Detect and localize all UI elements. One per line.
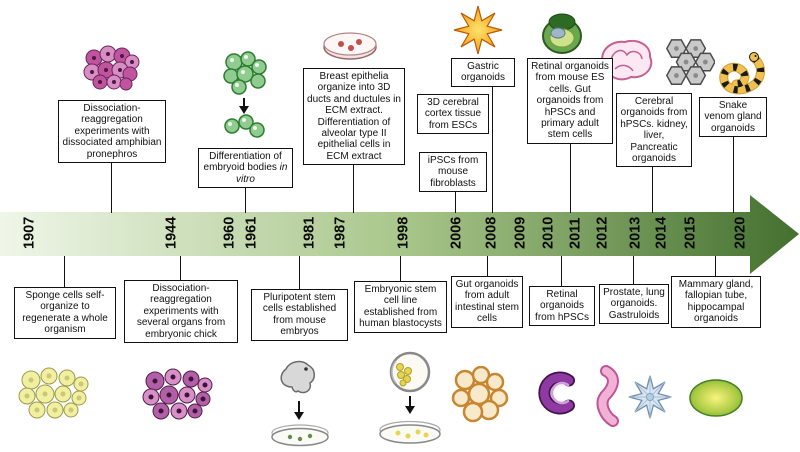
hippocampal-organoid-icon	[689, 379, 743, 417]
timeline-year-2009: 2009	[512, 216, 529, 250]
gastric-organoid-icon	[453, 5, 503, 55]
event-box-gut-organoids: Gut organoids from adult intestinal stem…	[451, 276, 523, 328]
connector-retinal-mouse	[570, 80, 572, 213]
retinal-organoid-icon	[538, 371, 575, 415]
connector-sponge	[64, 256, 66, 300]
event-box-cerebral-cortex-escs: 3D cerebral cortex tissue from ESCs	[417, 94, 489, 135]
timeline-year-1907: 1907	[21, 216, 38, 250]
timeline-year-1987: 1987	[332, 216, 349, 250]
timeline-year-2015: 2015	[682, 216, 699, 250]
connector-chick	[180, 256, 182, 295]
timeline-year-2010: 2010	[540, 216, 557, 250]
timeline-year-2011: 2011	[567, 217, 584, 249]
timeline-year-2020: 2020	[732, 216, 749, 250]
timeline-year-2013: 2013	[627, 216, 644, 250]
event-box-embryoid-bodies: Differentiation of embryoid bodies in vi…	[198, 148, 293, 189]
blastocyst-to-dish-icon	[379, 351, 441, 444]
connector-esc-line	[400, 256, 402, 295]
timeline-year-1944: 1944	[163, 216, 180, 250]
snake-icon	[719, 52, 765, 95]
event-text: Differentiation of embryoid bodies	[203, 151, 282, 174]
timeline-year-1981: 1981	[301, 216, 318, 250]
cerebral-organoid-icon	[601, 39, 653, 81]
prostate-lung-organoid-icon	[596, 365, 619, 427]
event-box-amphibian-pronephros: Dissociation-reaggregation experiments w…	[58, 100, 166, 163]
event-box-cerebral-organoids: Cerebral organoids from hPSCs. kidney, l…	[616, 93, 692, 168]
connector-mammary	[715, 256, 717, 290]
connector-gastric	[492, 75, 494, 213]
event-box-breast-epithelia: Breast epithelia organize into 3D ducts …	[303, 68, 405, 166]
connector-retinal-hpsc	[561, 256, 563, 300]
timeline-arrow	[0, 195, 799, 274]
gut-organoid-icon	[451, 366, 509, 423]
connector-amphibian	[111, 120, 113, 213]
event-box-ipsc-fibroblasts: iPSCs from mouse fibroblasts	[419, 152, 487, 193]
event-box-embryonic-chick: Dissociation-reaggregation experiments w…	[124, 280, 238, 343]
timeline-year-1998: 1998	[395, 216, 412, 250]
connector-snake	[733, 110, 735, 213]
event-box-prostate-lung: Prostate, lung organoids. Gastruloids	[599, 284, 669, 325]
event-box-gastric-organoids: Gastric organoids	[451, 58, 515, 87]
event-box-retinal-gut-organoids: Retinal organoids from mouse ES cells. G…	[527, 58, 613, 144]
connector-pluripotent	[299, 256, 301, 305]
hexagon-cluster-icon	[665, 39, 715, 85]
event-box-esc-line: Embryonic stem cell line established fro…	[354, 281, 447, 333]
sponge-cell-cluster-icon	[18, 367, 89, 419]
event-text-italic: in vitro	[236, 162, 288, 185]
embryoid-bodies-icon	[223, 51, 267, 138]
event-box-mammary-gland: Mammary gland, fallopian tube, hippocamp…	[671, 276, 761, 328]
timeline-year-2008: 2008	[483, 216, 500, 250]
event-box-sponge-cells: Sponge cells self-organize to regenerate…	[14, 287, 116, 339]
connector-prostate	[633, 256, 635, 298]
amphibian-cell-cluster-icon	[83, 45, 140, 91]
event-box-retinal-hpscs: Retinal organoids from hPSCs	[529, 286, 595, 327]
event-box-pluripotent-cells: Pluripotent stem cells established from …	[251, 289, 348, 341]
mouse-embryo-to-dish-icon	[271, 360, 329, 447]
timeline-year-2014: 2014	[653, 216, 670, 250]
timeline-year-1961: 1961	[243, 216, 260, 250]
petri-dish-icon	[323, 32, 377, 60]
gastruloid-icon	[628, 375, 672, 419]
event-box-snake-venom: Snake venom gland organoids	[699, 97, 767, 138]
timeline-year-2006: 2006	[448, 216, 465, 250]
timeline-year-2012: 2012	[594, 216, 611, 250]
chick-cell-cluster-icon	[142, 368, 213, 420]
timeline-year-1960: 1960	[221, 216, 238, 250]
connector-gut	[487, 256, 489, 290]
retinal-cup-icon	[542, 13, 582, 54]
